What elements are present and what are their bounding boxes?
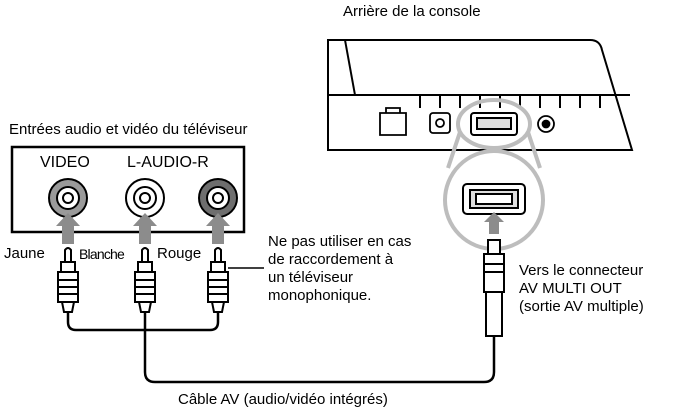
connector-note: Vers le connecteur AV MULTI OUT (sortie … — [519, 262, 644, 316]
tv-inputs-label: Entrées audio et vidéo du téléviseur — [9, 121, 248, 138]
connector-note-line-3: (sortie AV multiple) — [519, 298, 644, 315]
av-multi-out-port-icon — [470, 112, 518, 136]
optical-port-icon — [429, 112, 451, 134]
mono-note-line-4: monophonique. — [268, 287, 372, 304]
audio-label: L-AUDIO-R — [127, 154, 209, 171]
rca-plug-white — [134, 247, 156, 313]
yellow-plug-label: Jaune — [4, 245, 45, 262]
mono-note-line-3: un téléviseur — [268, 269, 354, 286]
zoom-callout — [443, 98, 545, 251]
rca-plug-yellow — [57, 247, 79, 313]
console-back-label: Arrière de la console — [343, 3, 481, 20]
red-plug-label: Rouge — [157, 245, 202, 262]
ethernet-port-icon — [379, 107, 407, 136]
av-multi-plug — [483, 239, 505, 337]
white-plug-label: Blanche — [79, 246, 125, 262]
audio-right-jack — [198, 178, 238, 218]
video-label: VIDEO — [40, 154, 90, 171]
up-arrow-icon — [56, 212, 504, 244]
power-button-icon — [537, 115, 555, 133]
mono-note: Ne pas utiliser en cas de raccordement à… — [268, 233, 411, 305]
rca-plug-red — [207, 247, 229, 313]
connector-closeup-icon — [462, 183, 526, 215]
cable-label: Câble AV (audio/vidéo intégrés) — [178, 391, 388, 408]
mono-note-line-2: de raccordement à — [268, 251, 394, 268]
video-jack — [48, 178, 88, 218]
connector-note-line-1: Vers le connecteur — [519, 262, 644, 279]
connector-note-line-2: AV MULTI OUT — [519, 280, 622, 297]
audio-left-jack — [125, 178, 165, 218]
mono-note-line-1: Ne pas utiliser en cas — [268, 233, 412, 250]
av-cable — [66, 312, 496, 384]
